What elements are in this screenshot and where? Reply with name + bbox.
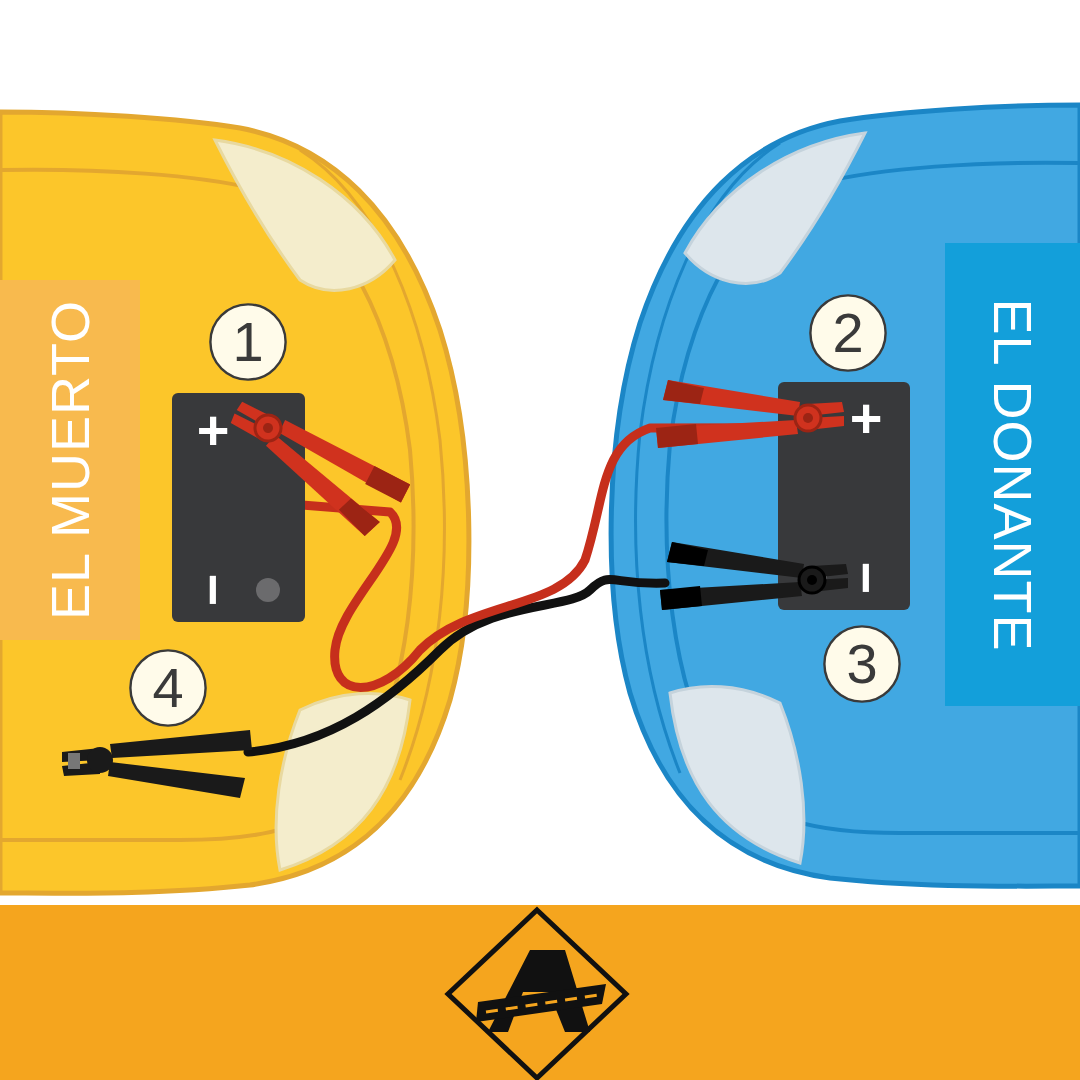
clamp-grip [335,496,382,538]
car-label-band: EL MUERTO [0,280,140,640]
battery: +− [172,393,305,622]
callout-number: 1 [208,302,288,382]
black-jumper-cable [248,579,665,752]
clamp-handle [254,434,389,539]
clamp-handle [660,582,802,610]
cable-clamp [656,380,844,448]
clamp-hinge [250,410,286,446]
clamp-hinge [795,405,821,431]
car-hood [611,105,1080,886]
terminal-sign: + [197,402,230,458]
callout-number-text: 1 [232,314,263,370]
logo-road [476,984,606,1022]
ground-clamp [62,730,252,798]
callout-outline [130,650,205,725]
logo-diamond [448,910,626,1078]
clamp-grip [663,380,704,404]
terminal-sign: − [185,574,241,607]
callout-outline [810,295,885,370]
callout-number-text: 4 [152,660,183,716]
clamp-pivot [261,421,275,435]
clamp-handle [663,380,800,416]
callout-number: 2 [808,293,888,373]
car-label-band: EL DONANTE [945,243,1080,706]
terminal-sign: − [838,562,894,595]
clamp-grip [667,542,708,566]
clamp-grip [656,424,698,448]
donor-car [611,105,1080,886]
clamp-handle [667,542,804,578]
clamp-hinge [87,747,113,773]
car-hood [0,112,469,893]
callout-outline [824,626,899,701]
cable-clamp [217,383,412,542]
battery: +− [778,382,910,610]
clamp-hinge [799,567,825,593]
headlight [670,686,804,863]
callout-number-text: 3 [846,636,877,692]
callout-number: 4 [128,648,208,728]
callout-number-text: 2 [832,305,863,361]
brand-band [0,905,1080,1080]
clamp-handle [110,730,252,758]
clamp-pivot [803,413,813,423]
headlight [215,140,395,290]
clamp-pad [68,753,80,769]
battery-terminal [256,578,280,602]
clamp-handle [108,762,245,798]
logo-road-dashes [486,995,598,1012]
clamp-pivot [807,575,817,585]
dead-car [0,112,469,893]
callout-outline [210,304,285,379]
terminal-sign: + [850,390,883,446]
clamp-grip [364,463,412,506]
clamp-grip [660,586,702,610]
brand-logo [448,910,626,1078]
cable-clamp [660,542,848,610]
clamp-handle [656,420,798,448]
car-label: EL DONANTE [986,298,1040,651]
car-label: EL MUERTO [43,300,97,620]
headlight [685,133,865,283]
callout-number: 3 [822,624,902,704]
